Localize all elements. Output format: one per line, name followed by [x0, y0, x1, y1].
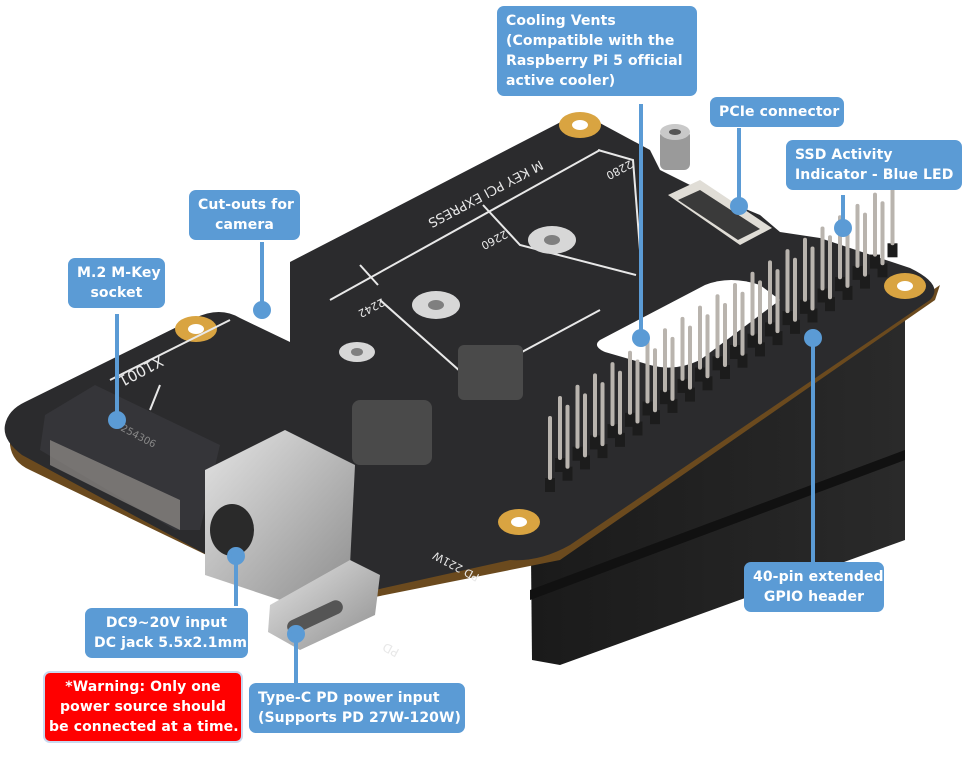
gpio-pin-base [615, 432, 625, 447]
gpio-pin-base [737, 353, 748, 368]
gpio-pin-base [755, 342, 765, 357]
callout-pcie-connector: PCIe connector [710, 97, 844, 127]
gpio-pin [663, 328, 667, 393]
gpio-pin-base [730, 345, 740, 359]
mounting-holes [175, 112, 926, 535]
callout-cooling-vents: Cooling Vents (Compatible with the Raspb… [497, 6, 697, 96]
gpio-pin [680, 316, 685, 381]
gpio-pin [600, 382, 605, 447]
gpio-pin-base [650, 410, 660, 425]
gpio-pin-base [870, 254, 880, 269]
gpio-pin-base [877, 263, 888, 278]
gpio-pin-base [817, 288, 828, 303]
gpio-pin [548, 416, 552, 480]
gpio-pin [810, 246, 815, 311]
gpio-pin-base [842, 285, 853, 300]
gpio-pin [775, 269, 780, 334]
gpio-pin-base [632, 421, 643, 436]
gpio-pin [645, 339, 650, 404]
gpio-pin [653, 348, 657, 413]
warning-notice: *Warning: Only one power source should b… [43, 671, 243, 743]
gpio-pin [698, 305, 702, 370]
gpio-pin [828, 235, 832, 300]
gpio-pin [750, 271, 755, 336]
callout-gpio-header: 40-pin extended GPIO header [744, 562, 884, 612]
gpio-pin-base [580, 455, 590, 470]
callout-ssd-activity-led: SSD Activity Indicator - Blue LED [786, 140, 962, 190]
gpio-pin [873, 192, 877, 257]
callout-dc-input: DC9~20V input DC jack 5.5x2.1mm [85, 608, 248, 658]
gpio-pin-base [660, 390, 670, 405]
gpio-pin-base [545, 478, 555, 492]
gpio-pin-base [677, 378, 688, 393]
standoff-screws [339, 124, 690, 362]
gpio-pin-base [852, 265, 863, 280]
gpio-pin-base [597, 444, 608, 459]
gpio-pin [565, 404, 570, 469]
inductors [352, 345, 523, 465]
gpio-pin-base [642, 401, 653, 416]
pcie-fpc-connector [668, 180, 772, 245]
gpio-pin [593, 373, 597, 438]
gpio-pin-base [555, 458, 565, 472]
gpio-pin-base [667, 398, 678, 413]
gpio-pin-base [887, 243, 898, 258]
gpio-pin-base [572, 446, 583, 461]
gpio-pin-base [860, 274, 870, 289]
gpio-pin-base [747, 333, 758, 348]
gpio-pin-base [825, 297, 835, 312]
gpio-pin [740, 291, 745, 356]
gpio-pin-base [607, 424, 618, 439]
gpio-pin [610, 362, 615, 427]
gpio-pin-base [807, 308, 818, 323]
gpio-pin [670, 336, 675, 401]
gpio-pin-base [712, 356, 723, 371]
gpio-pin [635, 359, 640, 424]
callout-camera-cutouts: Cut-outs for camera [189, 190, 300, 240]
leader-lines [108, 104, 852, 683]
gpio-pin-base [782, 311, 793, 326]
gpio-pin [820, 226, 825, 291]
gpio-pin [575, 384, 580, 449]
gpio-pin [768, 260, 772, 325]
gpio-pin [583, 393, 587, 458]
gpio-pin-base [590, 435, 600, 450]
gpio-pin [880, 201, 885, 266]
gpio-pin-base [790, 319, 800, 334]
gpio-pin-base [800, 299, 810, 314]
gpio-pin-base [702, 376, 713, 391]
gpio-pin [733, 283, 737, 347]
gpio-pin-base [720, 365, 730, 379]
gpio-pin-base [685, 387, 695, 402]
gpio-pin [715, 294, 720, 359]
gpio-pin [803, 237, 807, 302]
silk-port: PD [380, 640, 401, 660]
gpio-pin [863, 212, 867, 277]
gpio-pin [758, 280, 762, 345]
gpio-pin [723, 303, 727, 367]
gpio-pin [890, 181, 895, 246]
gpio-pin [785, 249, 790, 314]
gpio-pin-base [562, 466, 573, 481]
gpio-pin [793, 257, 797, 322]
gpio-pin [705, 314, 710, 379]
gpio-pin-base [695, 367, 705, 382]
callout-m2-socket: M.2 M-Key socket [68, 258, 165, 308]
gpio-pin [558, 396, 562, 460]
gpio-pins [545, 181, 898, 492]
gpio-pin [688, 325, 692, 390]
gpio-pin-base [625, 412, 635, 427]
callout-type-c-pd: Type-C PD power input (Supports PD 27W-1… [249, 683, 465, 733]
m2-socket [40, 385, 220, 530]
gpio-pin [628, 350, 632, 415]
gpio-pin [845, 223, 850, 288]
gpio-pin-base [765, 322, 775, 337]
gpio-pin [618, 370, 622, 435]
silkscreen-outlines [109, 149, 641, 411]
gpio-pin [855, 203, 860, 268]
gpio-pin-base [772, 331, 783, 346]
gpio-pin-base [835, 277, 845, 292]
